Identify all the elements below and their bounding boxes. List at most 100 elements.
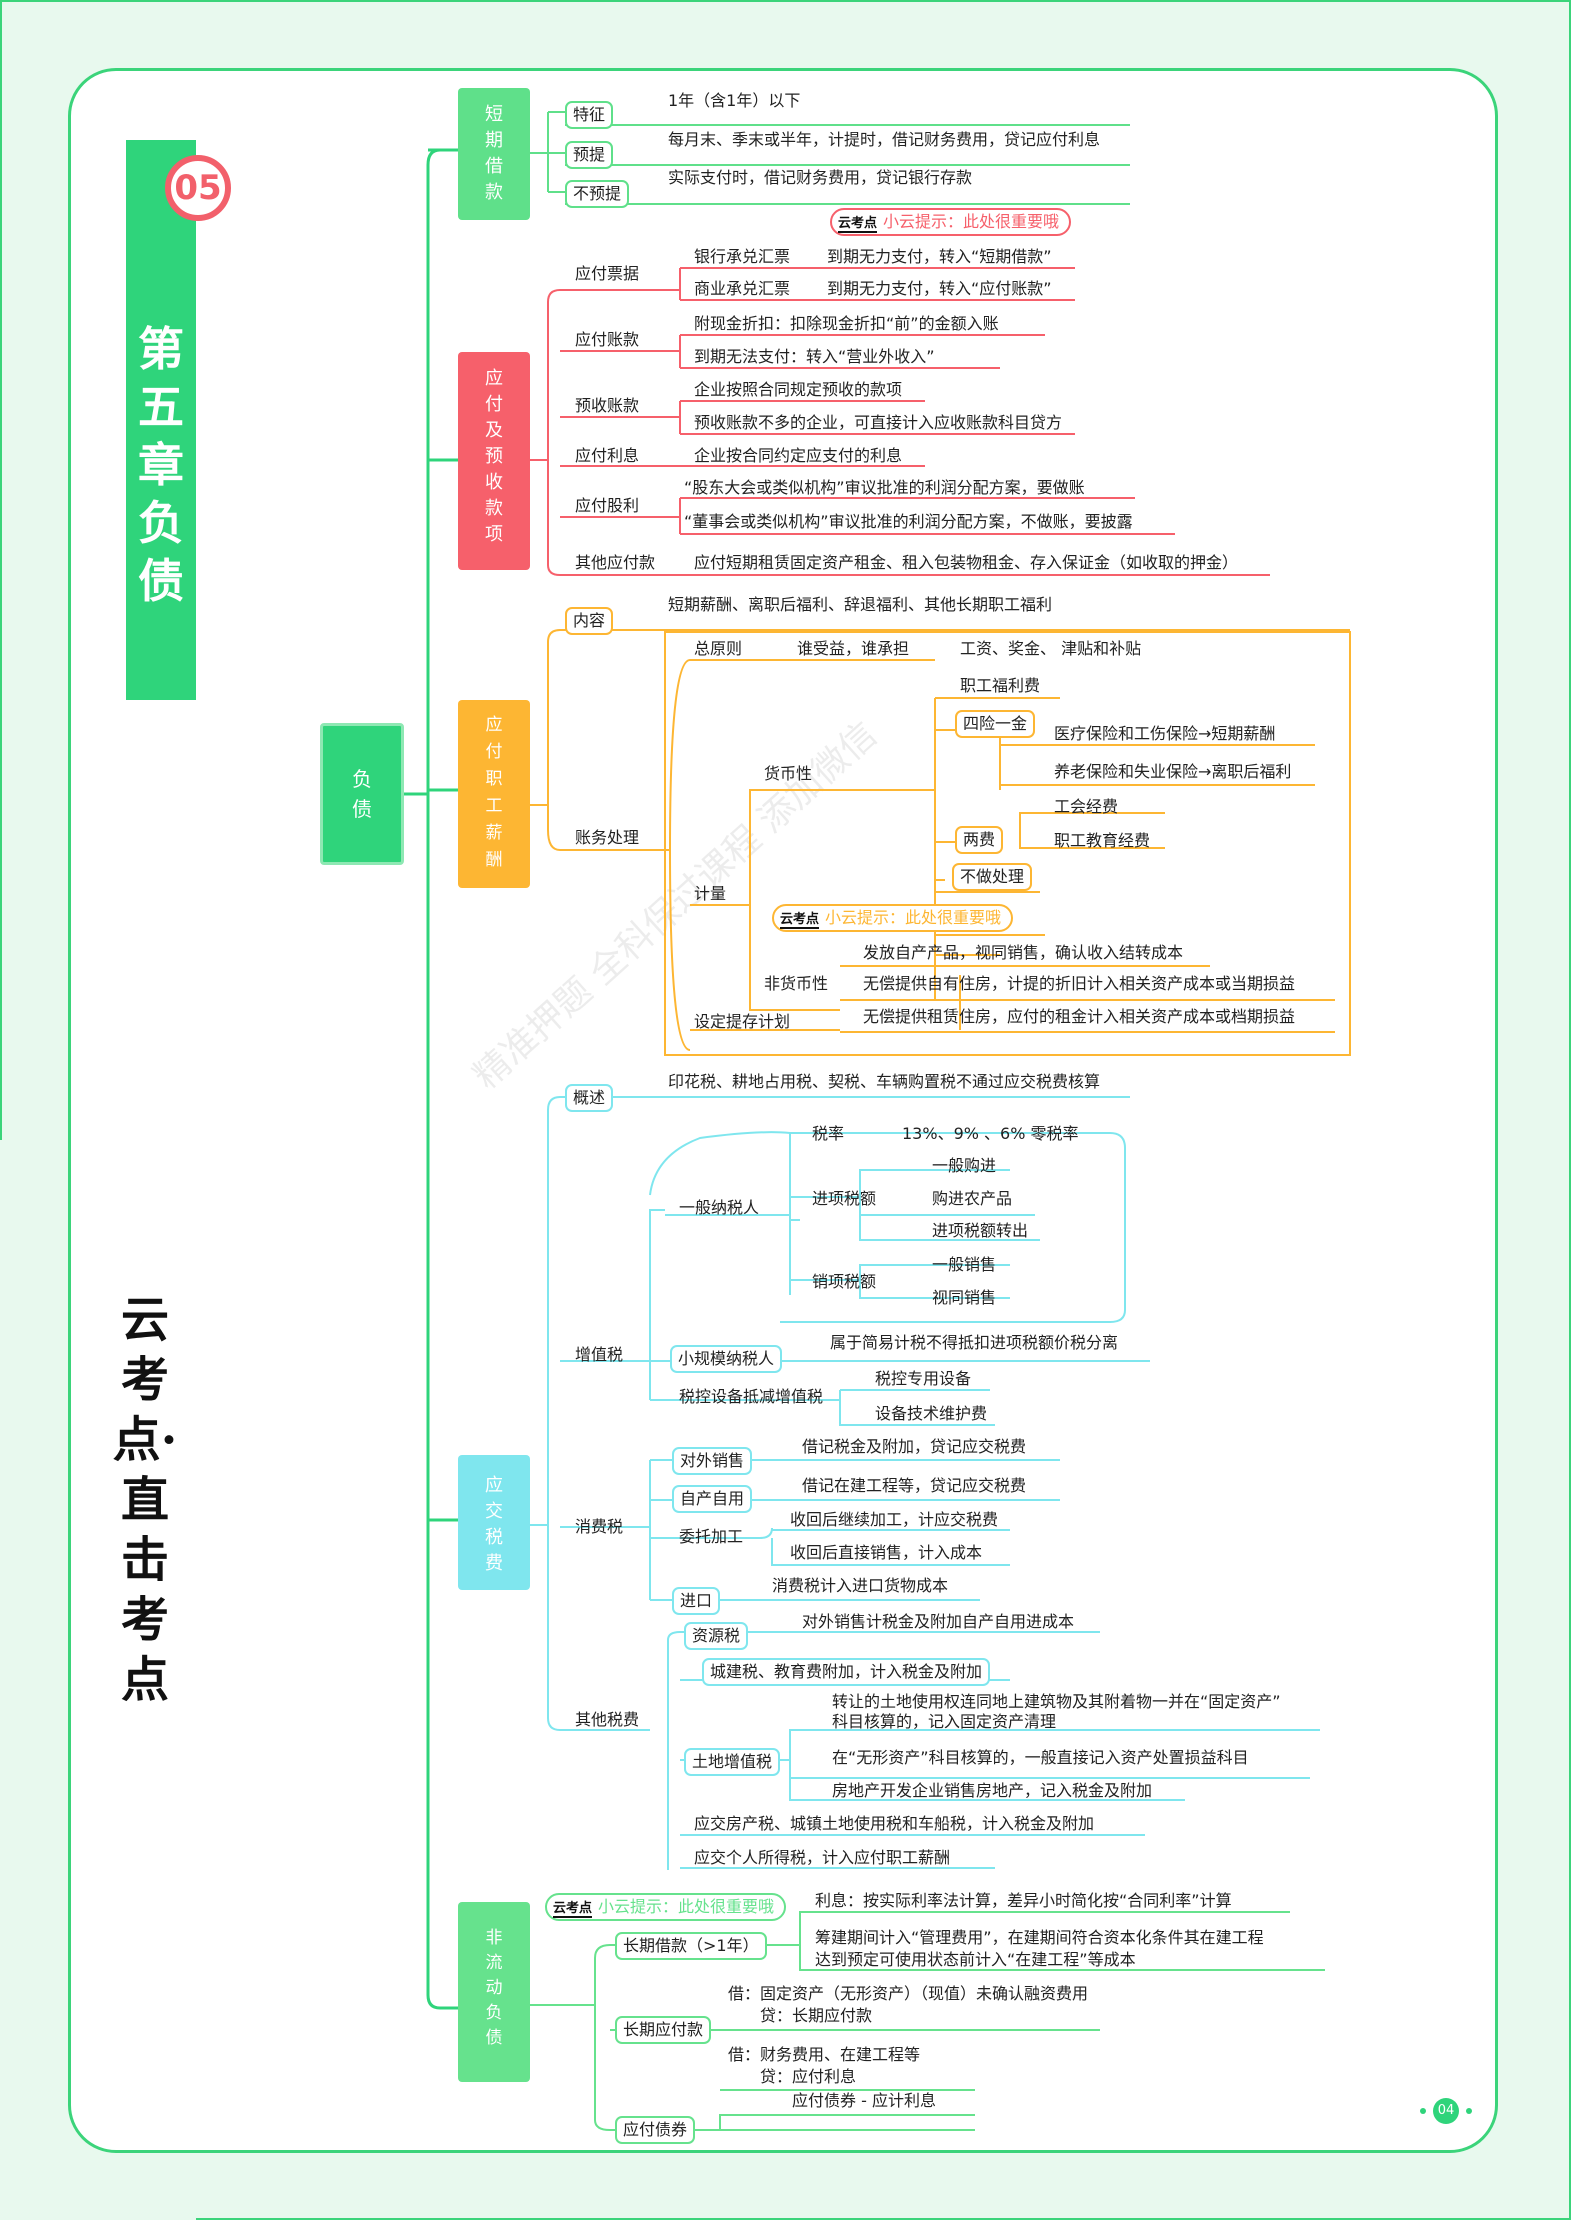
salary-four: 四险一金: [955, 710, 1036, 738]
tax-land-2: 科目核算的，记入固定资产清理: [832, 1712, 1057, 1731]
page-number: 04: [1433, 2098, 1459, 2124]
salary-four-a: 医疗保险和工伤保险→短期薪酬: [1054, 724, 1276, 743]
payable-tip: 云考点小云提示：此处很重要哦: [830, 208, 1072, 236]
salary-tip-text: 小云提示：此处很重要哦: [825, 908, 1002, 927]
category-noncurrent: 非流动负债: [458, 1902, 530, 2082]
noncurrent-bond: 应付债券: [615, 2116, 696, 2144]
payable-adv-1: 企业按照合同规定预收的款项: [694, 380, 903, 399]
category-salary: 应付职工薪酬: [458, 700, 530, 888]
tax-small-text: 属于简易计税不得抵扣进项税额价税分离: [830, 1333, 1119, 1352]
salary-two-b: 职工教育经费: [1054, 831, 1151, 850]
tip-logo: 云考点: [553, 1901, 593, 1918]
salary-nonmon: 非货币性: [764, 974, 829, 993]
short-label-no-accrue: 不预提: [565, 180, 630, 208]
tax-small: 小规模纳税人: [670, 1345, 783, 1373]
salary-content-text: 短期薪酬、离职后福利、辞退福利、其他长期职工福利: [668, 595, 1053, 614]
noncurrent-bond-a3: 应付债券 - 应计利息: [792, 2091, 936, 2110]
tax-overview: 概述: [565, 1084, 614, 1112]
short-text-accrue: 每月末、季末或半年，计提时，借记财务费用，贷记应付利息: [668, 130, 1101, 149]
category-short-term: 短期借款: [458, 88, 530, 220]
tip-logo: 云考点: [838, 216, 878, 233]
salary-two-a: 工会经费: [1054, 797, 1119, 816]
page-dot-right: [1466, 2108, 1472, 2114]
salary-monetary: 货币性: [764, 764, 813, 783]
noncurrent-long-loan-a: 利息：按实际利率法计算，差异小时简化按“合同利率”计算: [815, 1891, 1232, 1910]
tax-rate-text: 13%、9% 、6% 零税率: [902, 1124, 1079, 1143]
payable-div-2: “董事会或类似机构”审议批准的利润分配方案，不做账，要披露: [684, 512, 1133, 531]
payable-int: 应付利息: [575, 446, 640, 465]
noncurrent-bond-a2: 贷：应付利息: [760, 2067, 857, 2086]
payable-tip-text: 小云提示：此处很重要哦: [883, 212, 1060, 231]
tax-land-4: 房地产开发企业销售房地产，记入税金及附加: [832, 1781, 1153, 1800]
tax-input-1: 一般购进: [932, 1156, 997, 1175]
short-text-no-accrue: 实际支付时，借记财务费用，贷记银行存款: [668, 168, 973, 187]
category-payable: 应付及预收款项: [458, 352, 530, 570]
tax-other: 其他税费: [575, 1710, 640, 1729]
salary-noproc: 不做处理: [952, 863, 1033, 891]
short-label-feature: 特征: [565, 101, 614, 129]
tax-land: 土地增值税: [684, 1748, 781, 1776]
chapter-ribbon: [126, 140, 196, 700]
noncurrent-bond-a1: 借：财务费用、在建工程等: [728, 2045, 921, 2064]
tax-urban: 城建税、教育费附加，计入税金及附加: [702, 1658, 991, 1686]
root-node: 负债: [320, 723, 404, 865]
payable-note-bank-text: 到期无力支付，转入“短期借款”: [827, 247, 1052, 266]
tax-vat: 增值税: [575, 1345, 624, 1364]
payable-ap: 应付账款: [575, 330, 640, 349]
payable-other-text: 应付短期租赁固定资产租金、租入包装物租金、存入保证金（如收取的押金）: [694, 553, 1239, 572]
payable-ap-1: 附现金折扣：扣除现金折扣“前”的金额入账: [694, 314, 999, 333]
side-title: 云考点·直击考点: [112, 1292, 178, 1708]
page-dot-left: [1420, 2108, 1426, 2114]
payable-adv-2: 预收账款不多的企业，可直接计入应收账款科目贷方: [694, 413, 1063, 432]
payable-note-bank: 银行承兑汇票: [694, 247, 791, 266]
tax-entrust: 委托加工: [679, 1527, 744, 1546]
salary-nonmon-1: 发放自产产品，视同销售，确认收入结转成本: [863, 943, 1184, 962]
tax-self-text: 借记在建工程等，贷记应交税费: [802, 1476, 1027, 1495]
payable-div: 应付股利: [575, 496, 640, 515]
tax-consumption: 消费税: [575, 1517, 624, 1536]
category-tax: 应交税费: [458, 1455, 530, 1590]
salary-nonmon-2: 无偿提供自有住房，计提的折旧计入相关资产成本或当期损益: [863, 974, 1296, 993]
tax-rate: 税率: [812, 1124, 845, 1143]
salary-principle: 总原则: [694, 639, 743, 658]
salary-welfare: 职工福利费: [960, 676, 1041, 695]
salary-principle-text: 谁受益，谁承担: [797, 639, 910, 658]
tax-self: 自产自用: [672, 1485, 753, 1513]
tax-pit: 应交个人所得税，计入应付职工薪酬: [694, 1848, 951, 1867]
salary-nonmon-3: 无偿提供租赁住房，应付的租金计入相关资产成本或档期损益: [863, 1007, 1296, 1026]
short-text-feature: 1年（含1年）以下: [668, 91, 801, 110]
tax-prop: 应交房产税、城镇土地使用税和车船税，计入税金及附加: [694, 1814, 1095, 1833]
payable-div-1: “股东大会或类似机构”审议批准的利润分配方案，要做账: [684, 478, 1085, 497]
noncurrent-long-loan-b2: 达到预定可使用状态前计入“在建工程”等成本: [815, 1950, 1136, 1969]
tax-output-2: 视同销售: [932, 1288, 997, 1307]
noncurrent-tip: 云考点小云提示：此处很重要哦: [545, 1893, 787, 1921]
salary-measure: 计量: [694, 884, 727, 903]
payable-ap-2: 到期无法支付：转入“营业外收入”: [694, 347, 935, 366]
tax-resource: 资源税: [684, 1622, 749, 1650]
salary-plan: 设定提存计划: [694, 1012, 791, 1031]
tax-import-text: 消费税计入进口货物成本: [772, 1576, 949, 1595]
tax-sale-text: 借记税金及附加，贷记应交税费: [802, 1437, 1027, 1456]
tax-input-3: 进项税额转出: [932, 1221, 1029, 1240]
tax-land-3: 在“无形资产”科目核算的，一般直接记入资产处置损益科目: [832, 1748, 1249, 1767]
tip-logo: 云考点: [780, 912, 820, 929]
salary-tip: 云考点小云提示：此处很重要哦: [772, 904, 1014, 932]
noncurrent-tip-text: 小云提示：此处很重要哦: [598, 1897, 775, 1916]
tax-device-2: 设备技术维护费: [875, 1404, 988, 1423]
payable-notes: 应付票据: [575, 264, 640, 283]
chapter-badge: 05: [165, 155, 231, 221]
content-card: [68, 68, 1498, 2153]
tax-overview-text: 印花税、耕地占用税、契税、车辆购置税不通过应交税费核算: [668, 1072, 1101, 1091]
tax-output: 销项税额: [812, 1272, 877, 1291]
payable-other: 其他应付款: [575, 553, 656, 572]
tax-entrust-1: 收回后继续加工，计应交税费: [790, 1510, 999, 1529]
tax-land-1: 转让的土地使用权连同地上建筑物及其附着物一并在“固定资产”: [832, 1692, 1281, 1711]
payable-int-text: 企业按合同约定应支付的利息: [694, 446, 903, 465]
salary-four-b: 养老保险和失业保险→离职后福利: [1054, 762, 1292, 781]
tax-entrust-2: 收回后直接销售，计入成本: [790, 1543, 983, 1562]
salary-accounting: 账务处理: [575, 828, 640, 847]
noncurrent-long-pay: 长期应付款: [615, 2016, 712, 2044]
tax-import: 进口: [672, 1587, 721, 1615]
tax-output-1: 一般销售: [932, 1255, 997, 1274]
